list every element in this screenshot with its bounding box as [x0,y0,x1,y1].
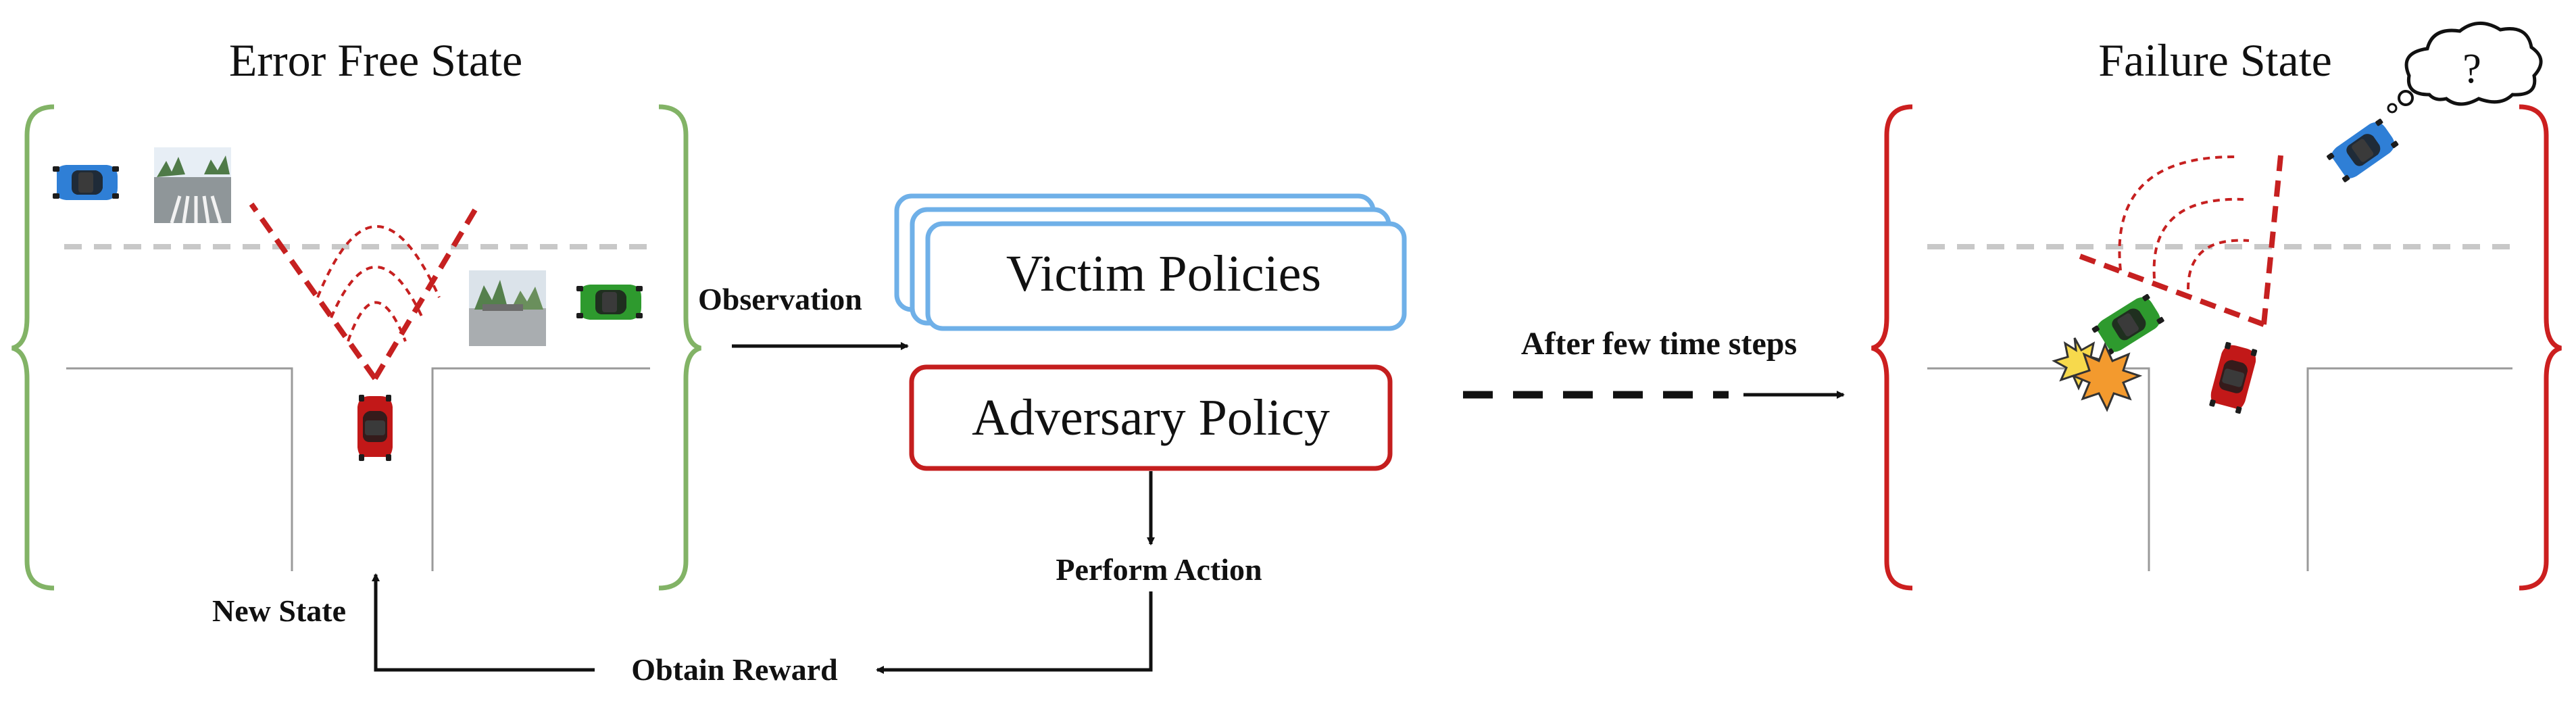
victim-policy-label: Victim Policies [1006,245,1321,302]
left-bracket-open [11,104,55,591]
flow: Observation Perform Action Obtain Reward… [212,282,1845,687]
blue-car-icon [2325,117,2400,184]
obtain-reward-label: Obtain Reward [631,652,838,687]
road-edge-left [1927,367,2150,571]
adversary-policy-box [909,364,1393,471]
thought-question-mark: ? [2462,46,2481,92]
right-bracket-open [1871,104,1913,591]
adversary-policy-label: Adversary Policy [972,389,1330,446]
road-edge-left [66,367,293,571]
blue-car-icon [53,165,119,200]
failure-panel: Failure State ? [1871,22,2562,591]
thought-bubble-icon: ? [2387,22,2543,114]
transition-label: After few time steps [1521,326,1797,362]
error-free-title: Error Free State [229,34,522,86]
green-car-icon [2090,292,2166,358]
victim-policy-box [925,221,1407,331]
road-edge-right [2306,367,2512,571]
perform-action-label: Perform Action [1056,552,1262,587]
new-state-arrow [372,573,595,672]
camera-view-icon [469,270,546,346]
failure-title: Failure State [2098,34,2332,86]
camera-view-icon [154,147,231,224]
error-free-panel: Error Free State [11,34,702,591]
left-bracket-close [658,104,702,591]
collision-star-icon [2052,337,2143,412]
red-car-icon [357,395,393,461]
reward-arrow [876,591,1153,674]
right-bracket-close [2519,104,2562,591]
new-state-label: New State [212,593,346,628]
observation-label: Observation [698,282,862,316]
green-car-icon [576,285,643,320]
road-edge-right [431,367,650,571]
sensor-cone [249,202,481,381]
sensor-cone [2077,155,2283,327]
red-car-icon [2207,341,2259,415]
policies-group: Victim Policies Adversary Policy [894,193,1407,471]
